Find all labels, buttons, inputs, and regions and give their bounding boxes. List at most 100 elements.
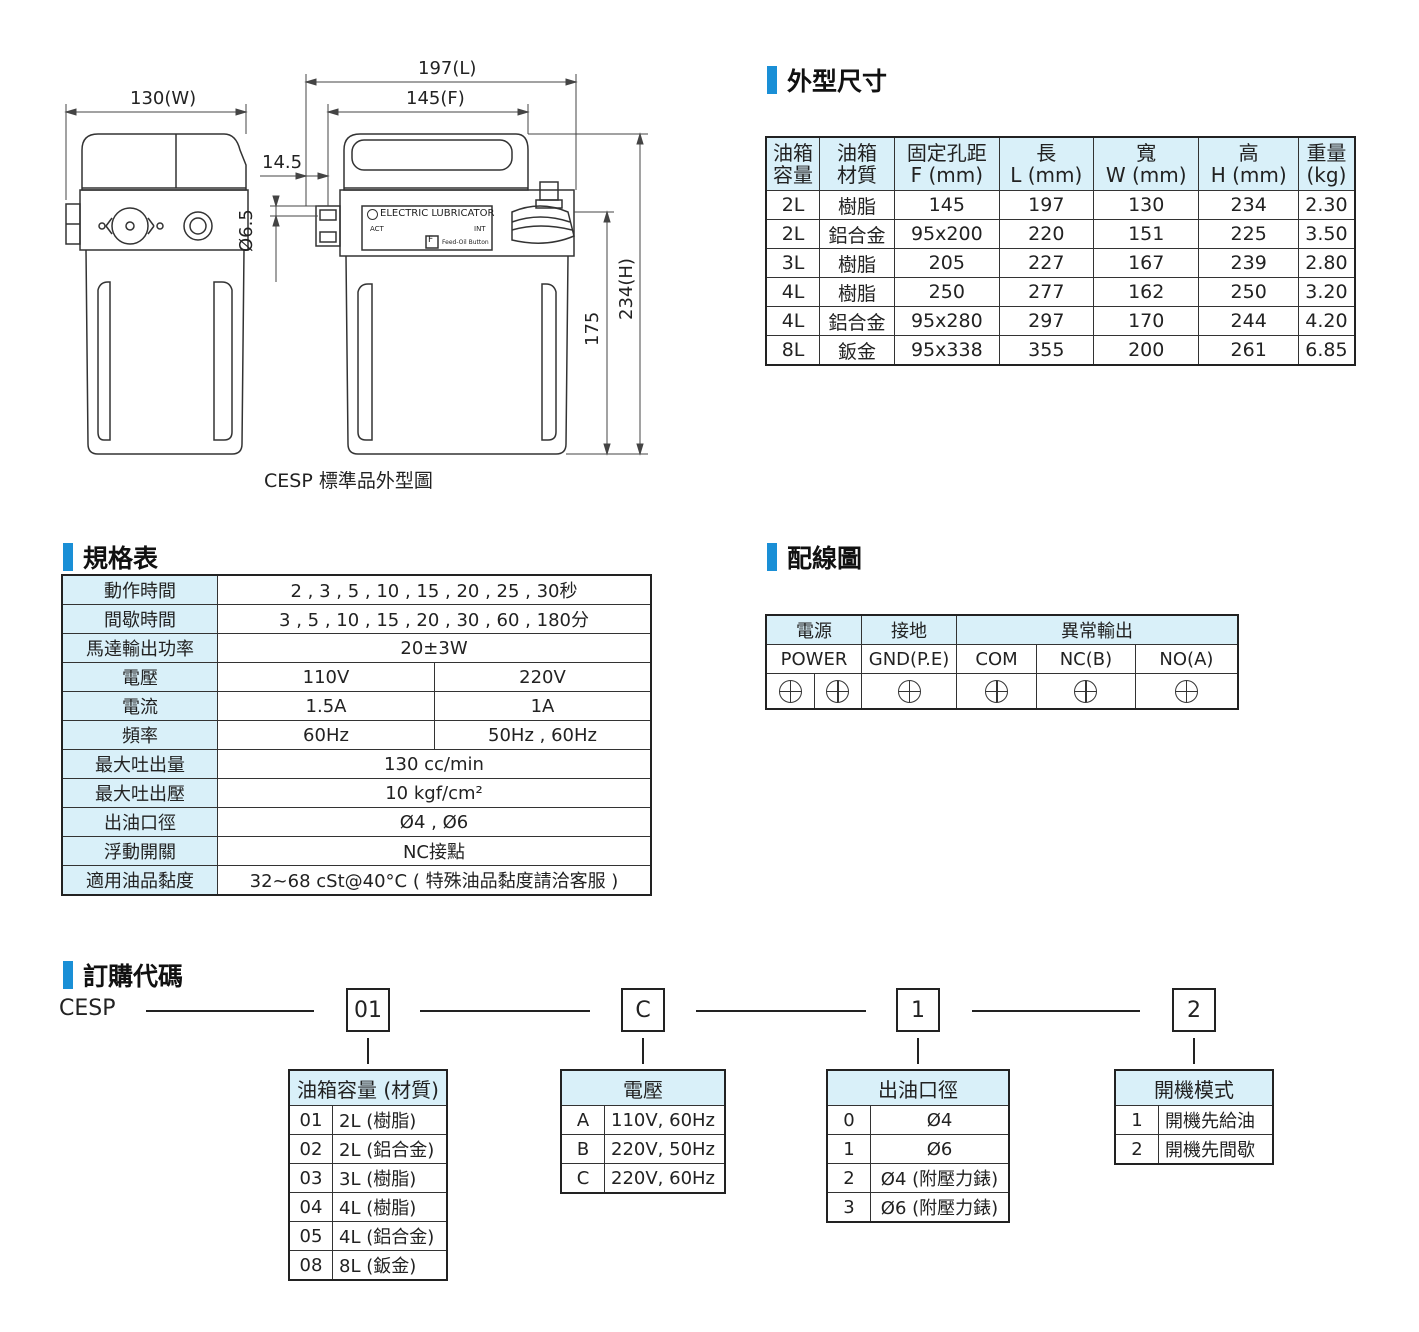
header-cell: 油箱材質 bbox=[819, 136, 896, 191]
spec-value: 2 , 3 , 5 , 10 , 15 , 20 , 25 , 30秒 bbox=[217, 574, 652, 605]
spec-value: 1.5A bbox=[217, 691, 435, 721]
spec-value: 50Hz , 60Hz bbox=[434, 720, 652, 750]
table-cell: 2.30 bbox=[1297, 190, 1356, 220]
terminal-gnd-label: GND(P.E) bbox=[861, 644, 957, 674]
spec-value: 60Hz bbox=[217, 720, 435, 750]
option-desc: 220V, 60Hz bbox=[604, 1163, 726, 1194]
nc-terminal bbox=[1036, 673, 1136, 710]
table-cell: 樹脂 bbox=[819, 248, 896, 278]
spec-value: 130 cc/min bbox=[217, 749, 652, 779]
wiring-table: 電源 接地 異常輸出 POWER GND(P.E) COM NC(B) NO(A… bbox=[765, 614, 1239, 710]
option-code: C bbox=[560, 1163, 605, 1194]
spec-value: Ø4 , Ø6 bbox=[217, 807, 652, 837]
table-cell: 239 bbox=[1198, 248, 1299, 278]
dims-title-text: 外型尺寸 bbox=[787, 67, 888, 96]
table-cell: 225 bbox=[1198, 219, 1299, 249]
spec-label: 間歇時間 bbox=[61, 604, 218, 634]
option-code: B bbox=[560, 1134, 605, 1164]
code-drop-line bbox=[642, 1038, 644, 1064]
option-desc: 2L (鋁合金) bbox=[332, 1134, 448, 1164]
table-cell: 鋁合金 bbox=[819, 306, 896, 336]
com-terminal bbox=[955, 673, 1038, 710]
code-connector-line bbox=[972, 1010, 1140, 1012]
table-cell: 297 bbox=[998, 306, 1094, 336]
spec-label: 浮動開關 bbox=[61, 836, 218, 866]
spec-label: 馬達輸出功率 bbox=[61, 633, 218, 663]
spec-label: 最大吐出壓 bbox=[61, 778, 218, 808]
dim-width-label: 130(W) bbox=[130, 88, 197, 109]
option-code: 0 bbox=[826, 1105, 871, 1135]
option-code: 03 bbox=[288, 1163, 333, 1193]
spec-label: 頻率 bbox=[61, 720, 218, 750]
table-cell: 162 bbox=[1092, 277, 1200, 307]
dim-offset-label: 14.5 bbox=[262, 152, 303, 173]
code-drop-line bbox=[917, 1038, 919, 1064]
table-cell: 8L bbox=[765, 335, 821, 366]
wiring-terminal-row bbox=[765, 673, 1239, 710]
code-box-voltage: C bbox=[621, 988, 665, 1032]
spec-label: 最大吐出量 bbox=[61, 749, 218, 779]
spec-label: 電流 bbox=[61, 691, 218, 721]
option-desc: 4L (鋁合金) bbox=[332, 1221, 448, 1251]
table-cell: 250 bbox=[1198, 277, 1299, 307]
table-cell: 170 bbox=[1092, 306, 1200, 336]
table-cell: 3L bbox=[765, 248, 821, 278]
group-ground: 接地 bbox=[861, 614, 957, 645]
option-desc: 開機先間歇 bbox=[1158, 1134, 1274, 1165]
group-alarm-output: 異常輸出 bbox=[956, 614, 1239, 645]
code-box-startup: 2 bbox=[1172, 988, 1216, 1032]
table-cell: 2L bbox=[765, 219, 821, 249]
power-terminals bbox=[765, 673, 862, 710]
table-cell: 鈑金 bbox=[819, 335, 896, 366]
table-cell: 2L bbox=[765, 190, 821, 220]
dim-hole-label: Ø6.5 bbox=[236, 209, 257, 252]
spec-value: 32~68 cSt@40°C ( 特殊油品黏度請洽客服 ) bbox=[217, 865, 652, 896]
spec-value: 220V bbox=[434, 662, 652, 692]
table-cell: 6.85 bbox=[1297, 335, 1356, 366]
terminal-no-label: NO(A) bbox=[1134, 644, 1239, 674]
option-desc: Ø6 bbox=[870, 1134, 1010, 1164]
lubricator-brand-icon bbox=[367, 209, 378, 220]
code-connector-line bbox=[696, 1010, 866, 1012]
option-desc: 8L (鈑金) bbox=[332, 1250, 448, 1281]
spec-label: 電壓 bbox=[61, 662, 218, 692]
table-cell: 3.20 bbox=[1297, 277, 1356, 307]
table-cell: 261 bbox=[1198, 335, 1299, 366]
table-cell: 277 bbox=[998, 277, 1094, 307]
option-code: 2 bbox=[826, 1163, 871, 1193]
feed-oil-label: Feed-Oil Button bbox=[442, 239, 489, 246]
option-desc: 3L (樹脂) bbox=[332, 1163, 448, 1193]
startup-option-header: 開機模式 bbox=[1114, 1069, 1274, 1106]
order-title-text: 訂購代碼 bbox=[83, 962, 184, 991]
table-cell: 2.80 bbox=[1297, 248, 1356, 278]
table-cell: 200 bbox=[1092, 335, 1200, 366]
table-cell: 205 bbox=[894, 248, 1000, 278]
table-cell: 220 bbox=[998, 219, 1094, 249]
dim-height-label: 234(H) bbox=[616, 258, 637, 320]
table-cell: 244 bbox=[1198, 306, 1299, 336]
table-cell: 151 bbox=[1092, 219, 1200, 249]
option-desc: 110V, 60Hz bbox=[604, 1105, 726, 1135]
table-cell: 130 bbox=[1092, 190, 1200, 220]
